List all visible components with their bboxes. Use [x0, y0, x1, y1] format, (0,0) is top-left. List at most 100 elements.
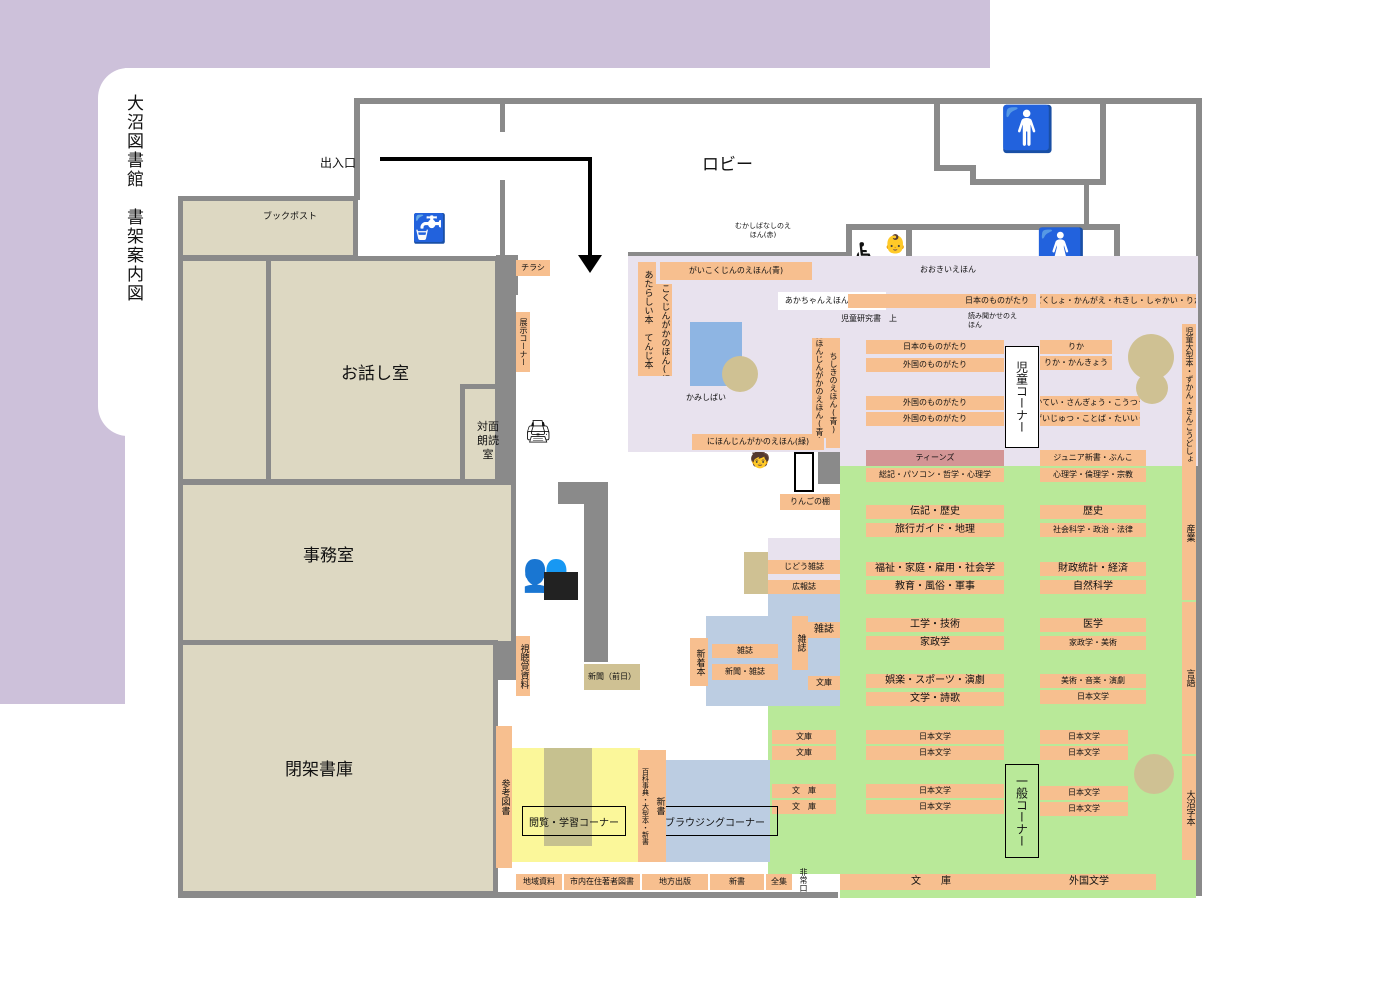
wall-wc-mid: [906, 224, 912, 284]
wall-men-box-b: [934, 165, 974, 171]
wall-counter-v: [584, 482, 608, 662]
ringo-rack: [794, 452, 814, 492]
shelf-nihon-top: 日本のものがたり: [958, 294, 1036, 308]
general-corner-label: 一般コーナー: [1005, 764, 1039, 858]
gen-right-1: 歴史: [1040, 505, 1146, 519]
wall-bottom: [178, 892, 838, 898]
gen-left-8: 文学・詩歌: [866, 692, 1004, 706]
kiosk-icon: 🖨: [524, 420, 552, 445]
backdrop-top: [0, 0, 990, 68]
room-office: 事務室: [178, 480, 516, 646]
gen-left-10: 日本文学: [866, 746, 1004, 760]
wall-men-box: [934, 98, 940, 168]
child-shelf-junior: ジュニア新書・ぶんこ: [1040, 450, 1146, 466]
shelf-magazine-v: 雑誌: [792, 616, 808, 670]
office-label: 事務室: [303, 546, 354, 566]
child-shelf-4: 外国のものがたり: [866, 412, 1004, 426]
man-icon: 🚹: [1000, 104, 1055, 155]
staff-counter: [544, 572, 578, 600]
face-reading-text: 対面朗読室: [477, 420, 499, 461]
shelf-dict: 百科事典・大型本・新書: [638, 750, 652, 862]
entrance-arrow-head: [578, 255, 602, 273]
gen-left-1: 伝記・歴史: [866, 505, 1004, 519]
storytelling-inner: [460, 384, 500, 389]
wall-right-lower: [1196, 296, 1202, 896]
study-corner-label: 閲覧・学習コーナー: [522, 806, 626, 836]
table-general: [1134, 754, 1174, 794]
bottom-gaikoku: 外国文学: [1022, 874, 1156, 890]
wall-lobby-bottom: [628, 252, 846, 257]
shelf-pr-magazine: 広報誌: [768, 580, 840, 594]
bottom-shinai: 市内在住著者図書: [564, 874, 640, 890]
map-title: 大沼図書館 書架案内図: [123, 94, 143, 303]
child-shelf-soki: 総記・パソコン・哲学・心理学: [866, 468, 1004, 482]
room-small-left: [178, 256, 272, 484]
entrance-arrow-h: [380, 157, 592, 161]
shelf-ringo: りんごの棚: [780, 494, 840, 510]
gen-left-5: 工学・技術: [866, 618, 1004, 632]
right-wall-onuma: 大沼字本: [1182, 756, 1196, 860]
bottom-shinsho: 新書: [710, 874, 764, 890]
shelf-new-arrivals: 新着本: [690, 638, 708, 686]
gen-left-3: 福祉・家庭・雇用・社会学: [866, 562, 1004, 576]
shelf-nihonjin-vert: にほんじんがかのえほん(青): [812, 338, 826, 438]
shelf-flyer: チラシ: [516, 260, 550, 276]
wall-men-box-r: [1100, 98, 1106, 185]
shelf-bunko-a: 文庫: [808, 676, 840, 690]
wall-wc-right: [1114, 224, 1120, 284]
gen-right-11: 日本文学: [1040, 786, 1128, 800]
fountain-icon: 🚰: [412, 212, 447, 245]
room-closed-stacks: 閉架書庫: [178, 640, 498, 896]
read-aloud-label: 読み聞かせのえほん: [968, 312, 1017, 329]
wall-lobby-div2: [500, 180, 505, 260]
shelf-nihon-ehon: にほんじんがかのえほん(緑): [692, 434, 824, 450]
browsing-area: [664, 760, 770, 862]
mukashi-label: むかしばなしのえほん(赤): [735, 222, 791, 239]
study-table: [544, 748, 592, 846]
outer-wall-right: [1196, 98, 1202, 298]
entrance-label: 出入口: [320, 156, 357, 170]
gen-left-9: 日本文学: [866, 730, 1004, 744]
lobby-label: ロビー: [702, 155, 753, 175]
child-shelf-2: 外国のものがたり: [866, 358, 1004, 372]
magazine-block: [744, 552, 768, 594]
child-shelf-8: げいじゅつ・ことば・たいいく: [1040, 412, 1140, 426]
gen-left-7: 娯楽・スポーツ・演劇: [866, 674, 1004, 688]
wall-children-black: [818, 452, 840, 484]
bottom-chiiki: 地域資料: [516, 874, 562, 890]
right-wall-gengo: 言語: [1182, 602, 1196, 754]
shelf-yondai: 児童大型本・ずかん・きんこうどしょ: [1182, 324, 1196, 466]
shelf-bunko-d: 文 庫: [772, 784, 836, 798]
gen-right-9: 日本文学: [1040, 730, 1128, 744]
shelf-reference: 参考図書: [496, 726, 512, 868]
right-wall-sangyo: 産業: [1182, 466, 1196, 600]
entrance-arrow-v: [588, 157, 592, 265]
shelf-akachan-bar: [848, 294, 958, 308]
child-shelf-5: りか: [1040, 340, 1112, 354]
shelf-bunko-b: 文庫: [772, 730, 836, 744]
shelf-newspaper-prev: 新聞（前日）: [584, 664, 640, 690]
shelf-news-mag: 新聞・雑誌: [712, 664, 778, 680]
gen-right-2: 社会科学・政治・法律: [1040, 523, 1146, 537]
wall-wc-top: [846, 224, 1118, 230]
room-bookpost: ブックポスト: [178, 196, 358, 260]
bottom-zenshu: 全集: [766, 874, 792, 890]
wall-men-box-bot: [970, 179, 1102, 185]
child-shelf-3: 外国のものがたり: [866, 396, 1004, 410]
wall-men-box-l: [970, 165, 976, 185]
gen-left-2: 旅行ガイド・地理: [866, 523, 1004, 537]
gen-right-10: 日本文学: [1040, 746, 1128, 760]
shelf-bunko-e: 文 庫: [772, 800, 836, 814]
storytelling-inner2: [460, 384, 465, 480]
wall-wc-left: [846, 224, 852, 284]
gen-right-8: 日本文学: [1040, 690, 1146, 704]
kamishibai-label: かみしばい: [686, 393, 726, 402]
table-children-right2: [1136, 372, 1168, 404]
browsing-corner-label: ブラウジングコーナー: [652, 806, 778, 836]
wall-entrance-left: [354, 98, 360, 200]
gen-right-12: 日本文学: [1040, 802, 1128, 816]
gen-right-6: 家政学・美術: [1040, 636, 1146, 650]
shelf-magazine-a: 雑誌: [808, 622, 840, 638]
shelf-jido-magazine: じどう雑誌: [768, 560, 840, 574]
shelf-jido-kenkyu: 児童研究書 上: [841, 314, 897, 323]
